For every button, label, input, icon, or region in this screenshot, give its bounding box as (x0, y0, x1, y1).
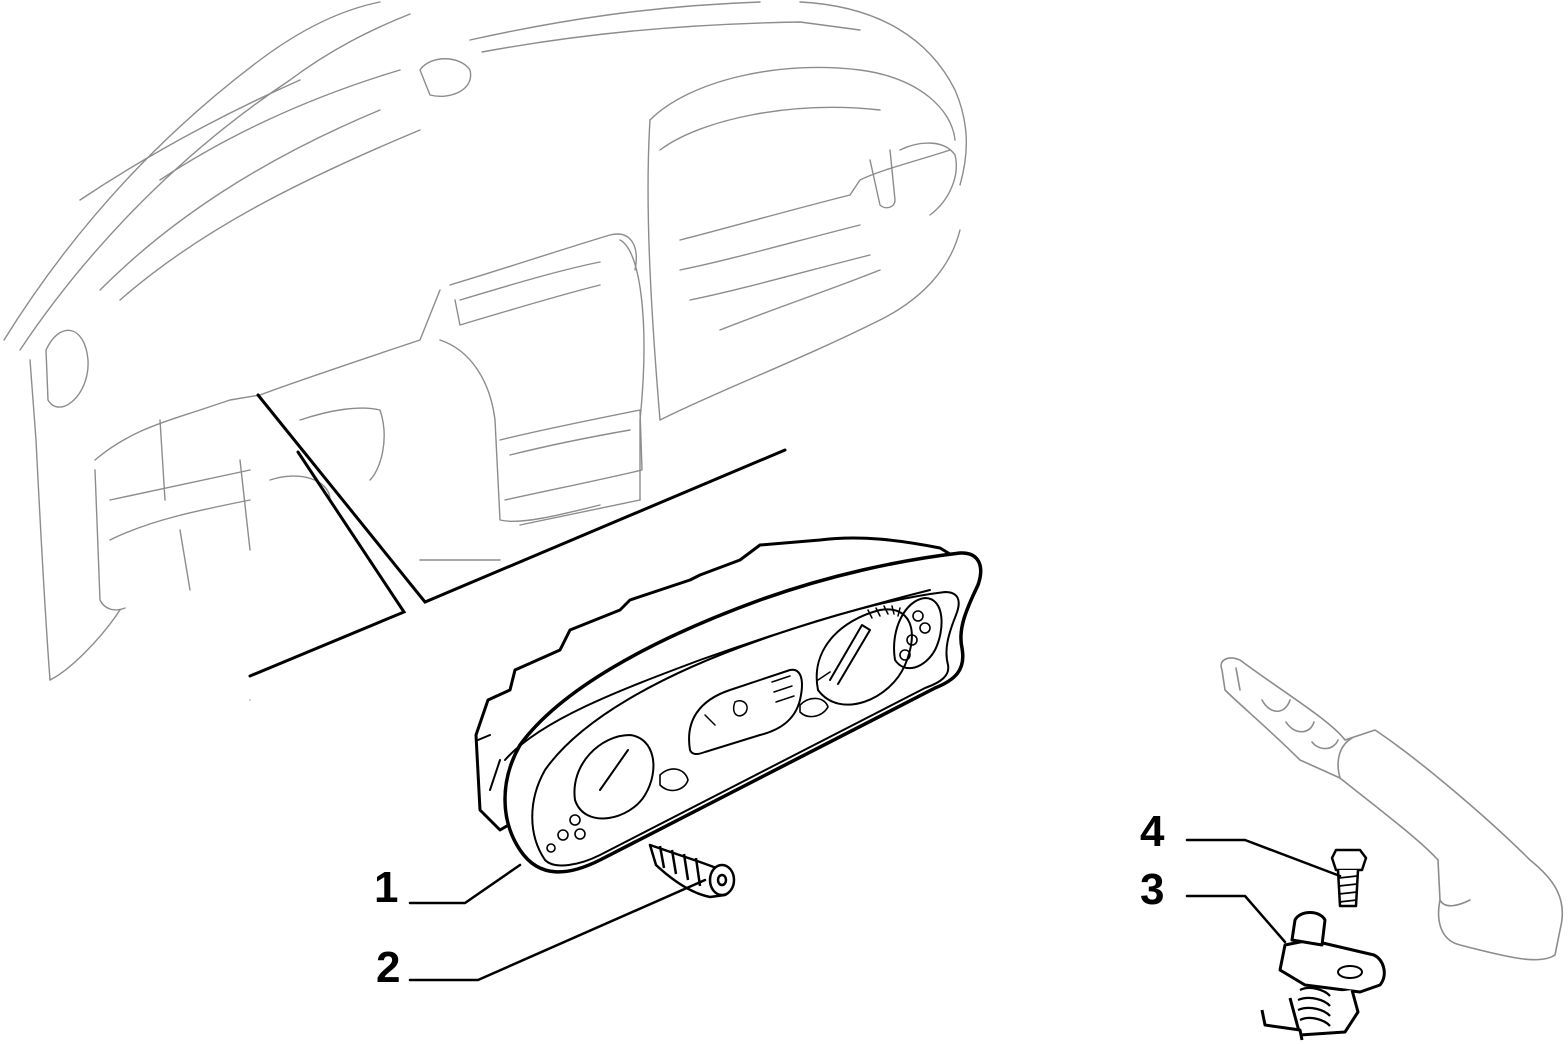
callout-1: 1 (374, 863, 399, 912)
bracket-spring (1260, 911, 1386, 1041)
dashboard-outline (3, 1, 968, 701)
leader-2 (408, 878, 707, 982)
callout-3: 3 (1140, 865, 1165, 914)
screw (648, 843, 736, 899)
instrument-cluster (474, 536, 983, 874)
callout-2: 2 (376, 943, 401, 992)
leader-3 (1185, 894, 1287, 944)
callout-4: 4 (1140, 807, 1165, 856)
leader-4 (1185, 838, 1342, 878)
bolt (1330, 848, 1368, 908)
leader-1 (408, 863, 522, 905)
location-leader-lines (248, 393, 787, 678)
callout-leaders (408, 838, 1342, 982)
handbrake-lever (1220, 657, 1564, 961)
